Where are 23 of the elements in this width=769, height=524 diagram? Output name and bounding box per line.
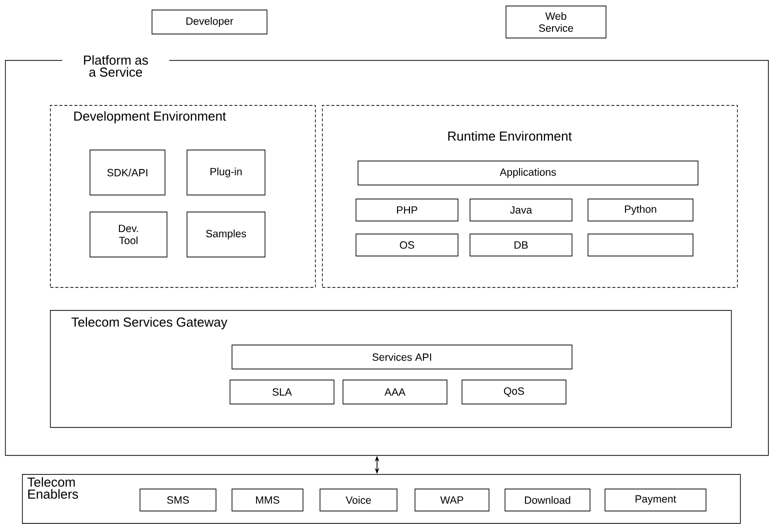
component-box: AAA: [342, 380, 448, 404]
component-box: Voice: [320, 488, 398, 512]
component-box: Payment: [604, 488, 706, 512]
label-box: Developer: [152, 10, 268, 34]
component-box: SDK/API: [90, 150, 166, 196]
component-box: [588, 234, 694, 256]
component-box: Plug-in: [186, 150, 266, 196]
component-box: SLA: [230, 380, 334, 404]
label-box: Web Service: [506, 6, 606, 38]
component-box: DB: [470, 234, 572, 256]
component-box: SMS: [140, 488, 216, 512]
component-box: Applications: [358, 160, 698, 186]
component-box: Python: [588, 198, 694, 222]
component-box: Download: [504, 488, 590, 512]
component-box: Dev. Tool: [90, 212, 168, 258]
component-box: QoS: [462, 380, 566, 404]
component-box: OS: [356, 234, 458, 256]
component-box: MMS: [232, 488, 304, 512]
component-box: WAP: [414, 488, 490, 512]
component-box: Java: [470, 198, 572, 222]
component-box: Samples: [186, 212, 266, 258]
component-box: Services API: [232, 344, 572, 370]
component-box: PHP: [356, 198, 458, 222]
